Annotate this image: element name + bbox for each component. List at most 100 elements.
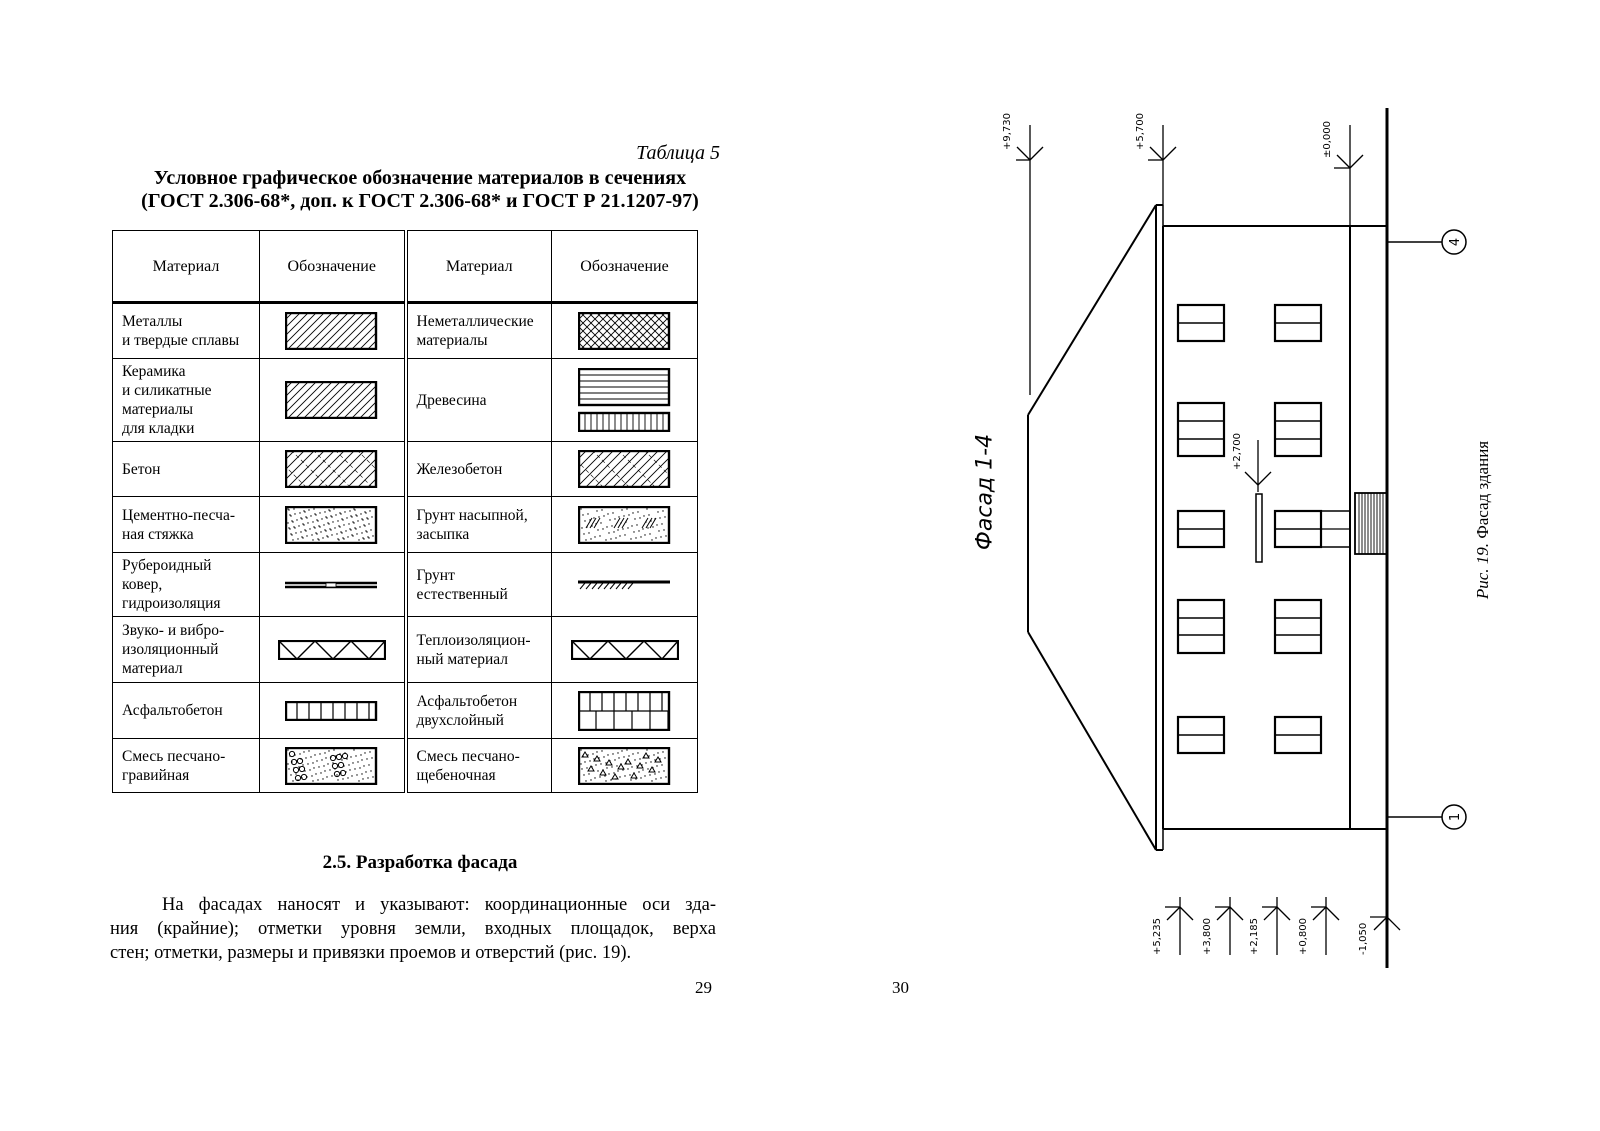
header-material: Материал <box>112 230 260 303</box>
window <box>1273 303 1323 343</box>
elevation-label: +9,730 <box>1002 113 1013 150</box>
figure-caption-prefix: Рис. 19. <box>1473 542 1492 600</box>
material-name-cell: Бетон <box>112 441 260 497</box>
axis-4-marker <box>1441 229 1467 255</box>
window <box>1176 303 1226 343</box>
material-name-line: Грунт <box>416 566 455 584</box>
material-name-line: ный материал <box>416 650 509 668</box>
top-elevation-marks <box>1016 125 1364 395</box>
material-name-line: Металлы <box>122 313 183 330</box>
entrance-door <box>1273 509 1351 549</box>
material-name-line: двухслойный <box>416 711 504 729</box>
symbol-cell <box>259 552 406 617</box>
paragraph-line: На фасадах наносят и указывают: координа… <box>162 895 716 915</box>
symbol-cell <box>259 358 406 442</box>
material-name-line: Смесь песчано- <box>416 747 520 765</box>
symbol-cell <box>551 358 698 442</box>
mid-elevation-mark <box>1244 440 1272 492</box>
entrance-steps <box>1354 492 1388 555</box>
symbol-cell <box>259 441 406 497</box>
window <box>1176 401 1226 458</box>
symbol-cell <box>259 682 406 739</box>
materials-table: Материал Обозначение Материал Обозначени… <box>112 230 698 793</box>
material-name-line: естественный <box>416 585 508 603</box>
symbol-cell <box>259 496 406 553</box>
paragraph-line: стен; отметки, размеры и привязки проемо… <box>110 943 632 963</box>
material-name-line: и силикатные <box>122 382 212 399</box>
material-name-line: материалы <box>122 401 194 418</box>
table-row: Бетон Железобетон <box>112 441 698 497</box>
material-name-cell: Асфальтобетон <box>112 682 260 739</box>
table-row: Цементно-песча-ная стяжка Грунт насыпной… <box>112 496 698 553</box>
facade-drawing: 4 1 +9,730 +5,700 ±0,000 +2,700 +5,235 +… <box>1002 108 1467 968</box>
symbol-cell <box>259 302 406 359</box>
table-row: Смесь песчано-гравийная Смесь песчано-ще… <box>112 738 698 793</box>
body-paragraph: На фасадах наносят и указывают: координа… <box>110 893 716 965</box>
elevation-label: +3,800 <box>1202 918 1213 955</box>
symbol-cell <box>551 738 698 793</box>
material-name-cell: Смесь песчано-гравийная <box>112 738 260 793</box>
material-name-line: Цементно-песча- <box>122 506 236 524</box>
page-number-left: 29 <box>695 978 712 997</box>
window <box>1273 401 1323 458</box>
material-name-line: Смесь песчано- <box>122 747 226 765</box>
material-name-line: Керамика <box>122 363 186 380</box>
symbol-cell <box>551 616 698 683</box>
bottom-elevation-marks <box>1165 897 1401 955</box>
material-name-line: Грунт насыпной, <box>416 506 528 524</box>
material-name-line: засыпка <box>416 525 470 543</box>
symbol-cell <box>551 552 698 617</box>
header-symbol: Обозначение <box>551 230 698 303</box>
elevation-label: +2,700 <box>1232 433 1243 470</box>
material-name-line: Асфальтобетон <box>416 692 518 710</box>
material-name-line: Звуко- и вибро- <box>122 622 225 639</box>
material-name-line: для кладки <box>122 420 195 437</box>
material-name-cell: Керамика и силикатные материалы для кладки <box>112 358 260 442</box>
symbol-cell <box>551 682 698 739</box>
material-name-line: материал <box>122 660 183 677</box>
material-name-line: Бетон <box>122 460 161 478</box>
material-name-cell: Теплоизоляцион-ный материал <box>403 616 552 683</box>
elevation-label: +5,700 <box>1135 113 1146 150</box>
table-row: Звуко- и вибро-изоляционный материал Тепло… <box>112 616 698 683</box>
material-name-line: Рубероидный <box>122 557 212 574</box>
elevation-label: +0,800 <box>1298 918 1309 955</box>
header-symbol: Обозначение <box>259 230 406 303</box>
symbol-cell <box>551 496 698 553</box>
window <box>1273 715 1323 755</box>
figure-caption-text: Фасад здания <box>1473 440 1492 539</box>
table-caption: Таблица 5 <box>636 142 720 164</box>
window <box>1176 715 1226 755</box>
symbol-cell <box>551 302 698 359</box>
material-name-line: Железобетон <box>416 460 503 478</box>
window <box>1176 509 1226 549</box>
window <box>1273 598 1323 655</box>
axis-1-label: 1 <box>1448 813 1463 821</box>
symbol-cell <box>551 441 698 497</box>
axis-markers <box>1387 229 1467 830</box>
table-title: Условное графическое обозначение материа… <box>153 167 687 189</box>
material-name-line: Асфальтобетон <box>122 702 223 719</box>
material-name-cell: Смесь песчано-щебеночная <box>403 738 552 793</box>
page-number-right: 30 <box>892 978 909 997</box>
symbol-cell <box>259 616 406 683</box>
figure-caption: Рис. 19. Фасад здания <box>1473 441 1493 599</box>
paragraph-line: ния (крайние); отметки уровня земли, вхо… <box>110 919 716 939</box>
material-name-line: изоляционный <box>122 641 219 658</box>
material-name-line: ная стяжка <box>122 525 194 543</box>
material-name-line: гидроизоляция <box>122 595 221 612</box>
material-name-line: Теплоизоляцион- <box>416 631 531 649</box>
material-name-cell: Цементно-песча-ная стяжка <box>112 496 260 553</box>
table-header-row: Материал Обозначение Материал Обозначени… <box>112 230 698 303</box>
window <box>1176 598 1226 655</box>
material-name-line: гравийная <box>122 766 190 784</box>
